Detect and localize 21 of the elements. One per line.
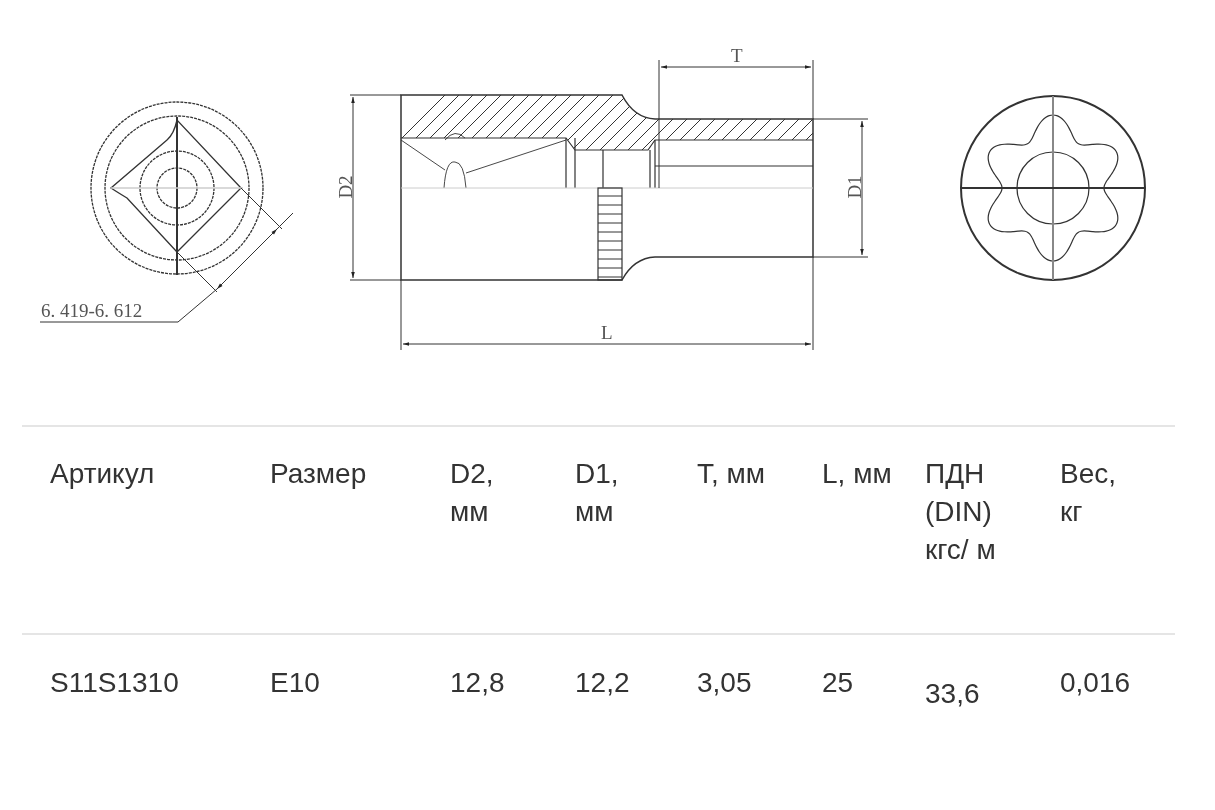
column-header: Артикул	[50, 457, 155, 491]
table-cell-text: 3,05	[697, 666, 752, 700]
table-cell-text: 12,2	[575, 666, 630, 700]
dimension-label: T	[731, 46, 743, 66]
column-header: Вес, кг	[1060, 457, 1118, 529]
table-cell-text: 33,6	[925, 677, 980, 711]
table-cell-text: E10	[270, 666, 320, 700]
table-cell-text: 12,8	[450, 666, 505, 700]
column-header: D1, мм	[575, 457, 620, 529]
table-cell-text: 25	[822, 666, 854, 700]
column-header: ПДН (DIN) кгс/ м	[925, 457, 997, 567]
dimension-label: L	[601, 323, 613, 343]
column-header: T, мм	[697, 457, 767, 491]
table-cell-text: 0,016	[1060, 666, 1131, 700]
column-header: L, мм	[822, 457, 893, 491]
column-header: Размер	[270, 457, 367, 491]
dimension-label: D2	[335, 175, 356, 199]
dimension-label: 6. 419-6. 612	[41, 301, 143, 321]
dimension-label: D1	[844, 175, 865, 199]
table-cell-text: S11S1310	[50, 666, 179, 700]
column-header: D2, мм	[450, 457, 495, 529]
